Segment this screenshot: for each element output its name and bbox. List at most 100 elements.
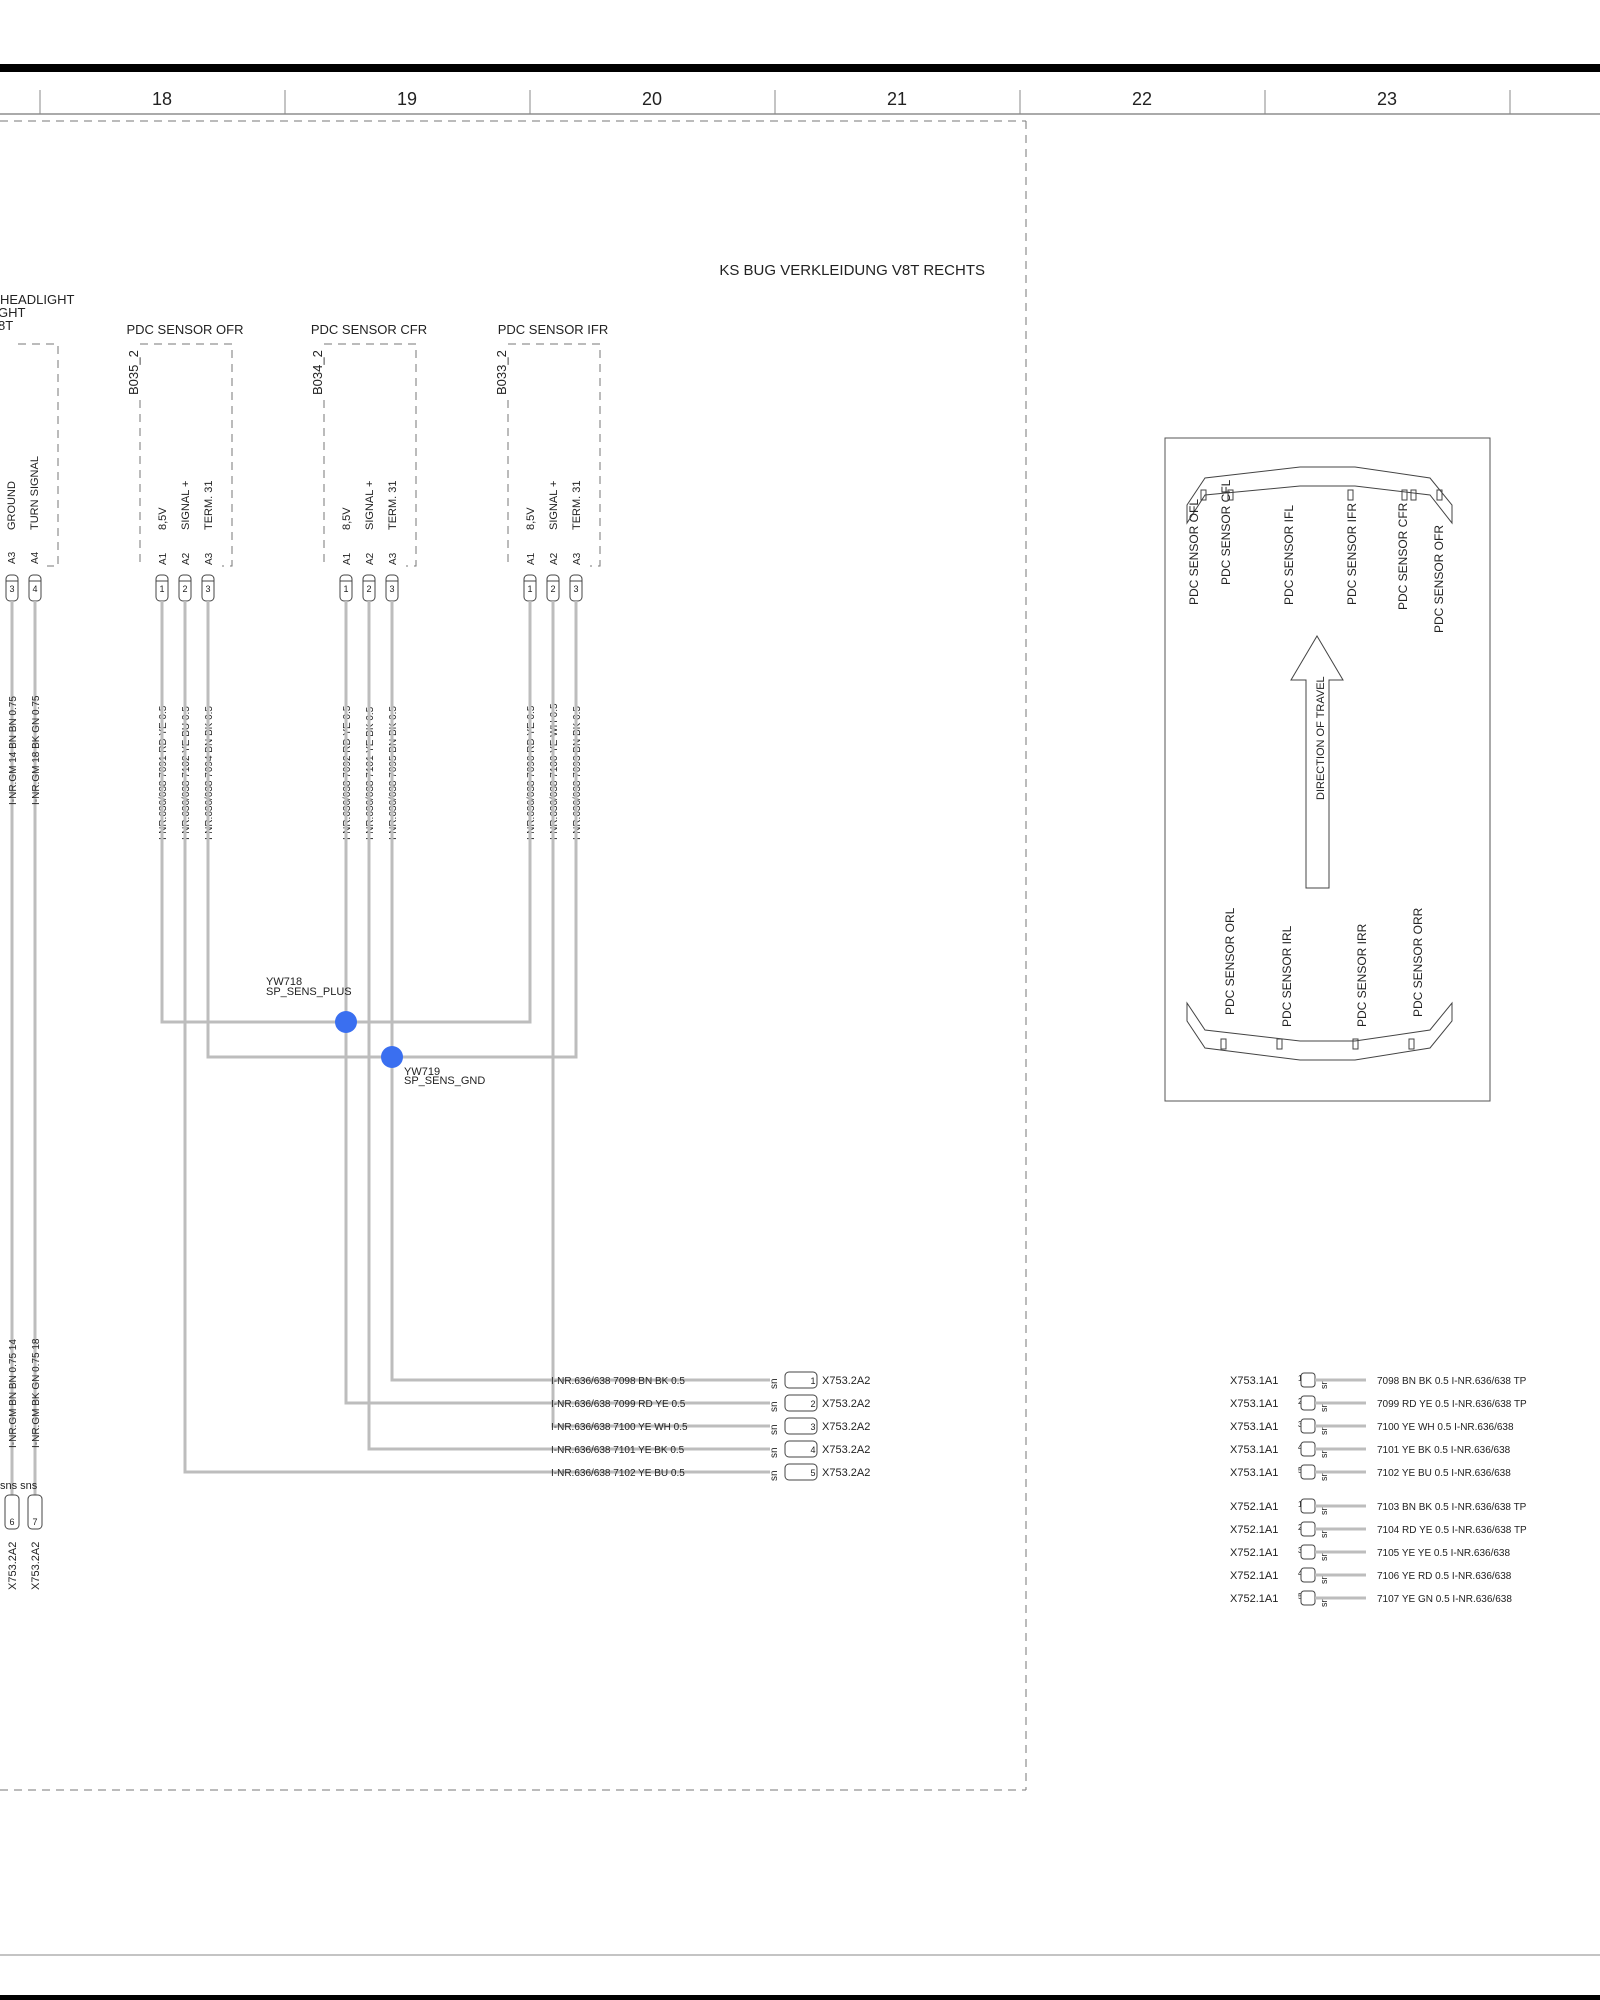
pin-number: 2: [182, 584, 187, 594]
label-bg: [1366, 1591, 1600, 1605]
legend-sensor-label: PDC SENSOR OFL: [1187, 499, 1201, 605]
sns-label: sn: [1319, 1425, 1329, 1435]
pin-number: 1: [343, 584, 348, 594]
connector-label: X753.2A2: [7, 1542, 19, 1590]
direction-arrow: [1290, 635, 1344, 889]
label-bg: [1366, 1499, 1600, 1513]
legend-sensor-label: PDC SENSOR CFR: [1396, 502, 1410, 610]
pin-number: 5: [810, 1468, 815, 1478]
wire-label: I-NR.636/638 7098 BN BK 0.5: [551, 1376, 685, 1387]
pin-id: A2: [549, 552, 560, 565]
sns-label: sn: [1319, 1379, 1329, 1389]
sensor-marker: [1276, 1038, 1283, 1050]
pin-number: 1: [159, 584, 164, 594]
wire-label: I-NR.GM BN BN 0.75 14: [8, 1339, 19, 1448]
legend-sensor-label: PDC SENSOR CFL: [1219, 479, 1233, 585]
sensor-marker: [1401, 489, 1408, 501]
pin-number: 3: [810, 1422, 815, 1432]
pin-id: A3: [388, 552, 399, 565]
pin-number: 6: [9, 1517, 14, 1527]
sensor-layout-legend: DIRECTION OF TRAVEL PDC SENSOR OFL PDC SE…: [1164, 437, 1491, 1102]
pin-label: TERM. 31: [571, 480, 583, 530]
pin-box: [784, 1463, 818, 1481]
headlight-title-3: 8T: [0, 318, 13, 333]
connector-label: X752.1A1: [1230, 1593, 1278, 1605]
splice-name: SP_SENS_GND: [404, 1075, 485, 1087]
wire-label: 7105 YE YE 0.5 I-NR.636/638: [1377, 1548, 1510, 1559]
label-bg: [1366, 1396, 1600, 1410]
rear-bumper-shape: [1186, 1001, 1453, 1061]
headlight-title-2: GHT: [0, 305, 26, 320]
pin-number: 4: [32, 584, 37, 594]
label-bg: [1366, 1545, 1600, 1559]
pin-label: SIGNAL +: [180, 481, 192, 530]
wire-label: 7106 YE RD 0.5 I-NR.636/638: [1377, 1571, 1512, 1582]
legend-sensor-label: PDC SENSOR ORR: [1411, 907, 1425, 1017]
connector-label: X752.1A1: [1230, 1501, 1278, 1513]
column-number: 22: [1132, 89, 1152, 109]
sns-label: sn: [769, 1447, 780, 1458]
connector-label: X753.1A1: [1230, 1398, 1278, 1410]
pin-number: 3: [205, 584, 210, 594]
wire-label: 7102 YE BU 0.5 I-NR.636/638: [1377, 1468, 1511, 1479]
wire-label: I-NR.GM BK GN 0.75 18: [31, 1338, 42, 1448]
splice-id: YW718: [266, 976, 302, 988]
pdc-sensor-connector: PDC SENSOR IFRB033_28,5VA11I-NR.636/638 …: [494, 322, 608, 840]
pin-box: [1300, 1544, 1316, 1560]
connector-label: X753.2A2: [822, 1467, 870, 1479]
headlight-pin-label: GROUND: [6, 481, 18, 530]
wire-label: I-NR.636/638 7102 YE BU 0.5: [551, 1468, 685, 1479]
pin-id: A3: [572, 552, 583, 565]
sensor-marker: [1200, 489, 1207, 501]
sns-label: sn: [1319, 1528, 1329, 1538]
legend-sensor-label: PDC SENSOR IRR: [1355, 923, 1369, 1027]
top-border: [0, 64, 1600, 72]
wire-label: 7101 YE BK 0.5 I-NR.636/638: [1377, 1445, 1511, 1456]
sns-label: sn: [1319, 1574, 1329, 1584]
label-bg: [1366, 1465, 1600, 1479]
sns-label: sn: [1319, 1448, 1329, 1458]
legend-sensor-label: PDC SENSOR ORL: [1223, 907, 1237, 1015]
area-title: KS BUG VERKLEIDUNG V8T RECHTS: [719, 262, 985, 279]
pin-label: SIGNAL +: [548, 481, 560, 530]
direction-label: DIRECTION OF TRAVEL: [1315, 676, 1327, 800]
sns-label: sn: [1319, 1597, 1329, 1607]
wire-label: 7098 BN BK 0.5 I-NR.636/638 TP: [1377, 1376, 1527, 1387]
sensor-marker: [1347, 489, 1354, 501]
splice-point: [335, 1011, 357, 1033]
legend-sensor-label: PDC SENSOR IFL: [1282, 505, 1296, 605]
pin-box: [784, 1394, 818, 1412]
column-number: 23: [1377, 89, 1397, 109]
sensor-title: PDC SENSOR IFR: [498, 322, 609, 337]
connector-label: X753.1A1: [1230, 1421, 1278, 1433]
pin-number: 2: [550, 584, 555, 594]
label-bg: [1366, 1419, 1600, 1433]
sns-label: sn: [769, 1378, 780, 1389]
pin-number: 2: [366, 584, 371, 594]
pin-number: 3: [573, 584, 578, 594]
wire-label: I-NR.636/638 7101 YE BK 0.5: [551, 1445, 685, 1456]
column-number: 21: [887, 89, 907, 109]
label-bg: [1366, 1568, 1600, 1582]
wire-label: 7100 YE WH 0.5 I-NR.636/638: [1377, 1422, 1514, 1433]
sensor-box: [508, 343, 601, 567]
pin-id: A1: [526, 552, 537, 565]
pin-label: 8,5V: [525, 507, 537, 530]
pin-box: [784, 1371, 818, 1389]
wire: [390, 1057, 770, 1382]
label-bg: [1366, 1373, 1600, 1387]
sensor-title: PDC SENSOR CFR: [311, 322, 427, 337]
wire: [551, 601, 770, 1428]
headlight-connector: HEADLIGHT GHT 8T GROUND TURN SIGNAL A3 A…: [0, 292, 74, 567]
headlight-title: HEADLIGHT: [0, 292, 74, 307]
pin-id: A1: [342, 552, 353, 565]
sns-label: sn: [1319, 1551, 1329, 1561]
wire: [367, 601, 770, 1451]
sns-label: sn: [769, 1424, 780, 1435]
pin-label: SIGNAL +: [364, 481, 376, 530]
legend-sensor-label: PDC SENSOR IFR: [1345, 503, 1359, 605]
label-bg: [1366, 1442, 1600, 1456]
sensor-ref: B033_2: [494, 350, 509, 395]
sensor-marker: [1220, 1038, 1227, 1050]
